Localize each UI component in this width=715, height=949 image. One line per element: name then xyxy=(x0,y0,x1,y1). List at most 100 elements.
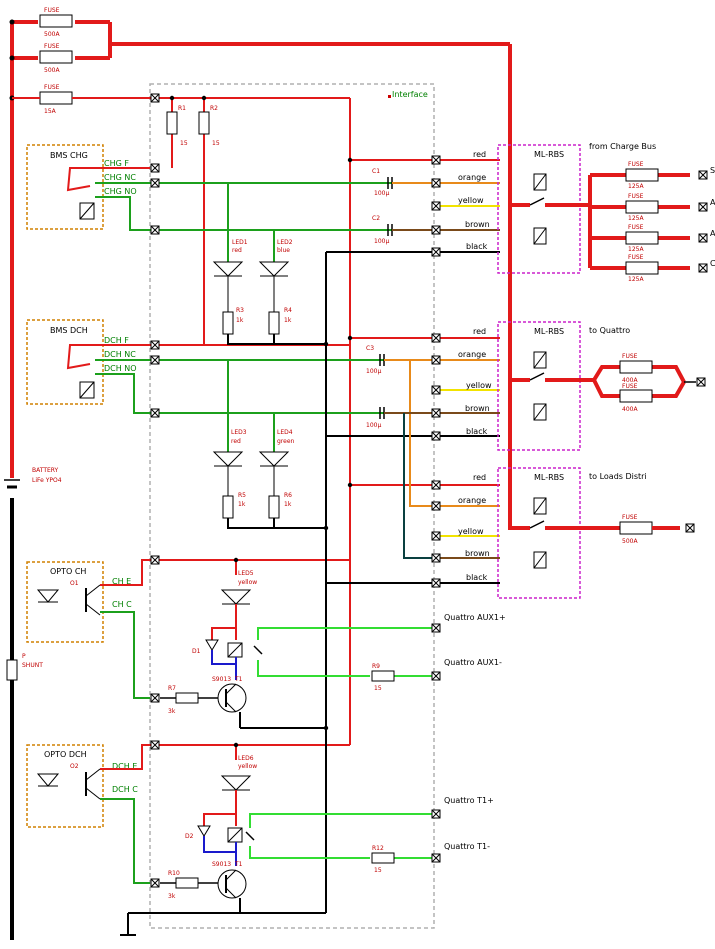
svg-text:100µ: 100µ xyxy=(374,190,389,197)
mlrbs-3: ML-RBS xyxy=(497,467,620,599)
mlrbs-2-dest: to Quattro xyxy=(589,326,630,335)
svg-text:blue: blue xyxy=(277,247,290,254)
svg-text:1k: 1k xyxy=(236,317,244,324)
fuse-loads: FUSE 500A xyxy=(619,514,653,545)
svg-text:15: 15 xyxy=(180,140,188,147)
opto-2-pin-e: DCH E xyxy=(112,762,137,771)
svg-text:FUSE: FUSE xyxy=(622,353,638,360)
wire-bundle-1: red orange yellow brown black xyxy=(440,150,500,253)
opto-2-pin-c: DCH C xyxy=(112,785,138,794)
terminal xyxy=(150,555,160,565)
opto-1 xyxy=(36,584,101,616)
svg-text:S9013: S9013 xyxy=(212,676,231,683)
svg-text:brown: brown xyxy=(465,404,490,413)
terminal xyxy=(698,263,708,273)
svg-text:R7: R7 xyxy=(168,685,176,692)
svg-text:500A: 500A xyxy=(622,538,638,545)
svg-text:ML-RBS: ML-RBS xyxy=(534,150,564,159)
opto-1-pin-c: CH C xyxy=(112,600,132,609)
svg-text:R12: R12 xyxy=(372,845,384,852)
svg-text:FUSE: FUSE xyxy=(622,383,638,390)
svg-text:C3: C3 xyxy=(366,345,374,352)
led2: LED2 blue xyxy=(258,239,293,312)
terminal xyxy=(150,355,160,365)
svg-text:400A: 400A xyxy=(622,406,638,413)
svg-text:15: 15 xyxy=(374,685,382,692)
svg-text:FUSE: FUSE xyxy=(44,7,60,14)
svg-text:yellow: yellow xyxy=(458,527,484,536)
quattro-aux1-minus: Quattro AUX1- xyxy=(444,658,502,667)
terminal xyxy=(150,693,160,703)
fuses-charge-bus: FUSE 125A FUSE 125A FUSE 125A FUSE 125A … xyxy=(625,161,715,283)
svg-text:O1: O1 xyxy=(70,580,79,587)
svg-text:FUSE: FUSE xyxy=(628,193,644,200)
led6: LED6 yellow xyxy=(220,755,257,791)
svg-text:FUSE: FUSE xyxy=(622,514,638,521)
svg-text:yellow: yellow xyxy=(238,763,257,770)
ground-bus xyxy=(120,251,432,936)
resistor-r3: R3 1k xyxy=(222,307,244,335)
bms-chg-pin-no: CHG NO xyxy=(104,187,137,196)
opto-2 xyxy=(36,768,101,800)
bms-dch-pin-f: DCH F xyxy=(104,336,129,345)
terminal xyxy=(431,178,441,188)
wire-bundle-3: red orange yellow brown black xyxy=(440,473,500,584)
svg-text:125A: 125A xyxy=(628,276,644,283)
svg-text:P: P xyxy=(22,653,26,660)
opto-ch-title: OPTO CH xyxy=(50,567,86,576)
control-power-line xyxy=(72,97,432,760)
svg-text:R6: R6 xyxy=(284,492,292,499)
svg-text:125A: 125A xyxy=(628,215,644,222)
svg-text:R4: R4 xyxy=(284,307,292,314)
svg-text:LED1: LED1 xyxy=(232,239,248,246)
svg-text:500A: 500A xyxy=(44,31,60,38)
svg-text:100µ: 100µ xyxy=(374,238,389,245)
battery-symbol: BATTERY LiFe YPO4 xyxy=(4,467,62,489)
terminal xyxy=(431,531,441,541)
bms-dch-pin-nc: DCH NC xyxy=(104,350,136,359)
opto-dch-box xyxy=(26,744,104,828)
resistor-r4: R4 1k xyxy=(268,307,292,335)
svg-text:T1: T1 xyxy=(234,676,243,683)
fuse-left-3: FUSE 15A xyxy=(39,84,73,115)
transistor-t1a: S9013 T1 xyxy=(212,676,247,713)
terminal xyxy=(431,853,441,863)
terminal xyxy=(431,501,441,511)
svg-text:15A: 15A xyxy=(44,108,57,115)
bms-chg-pin-f: CHG F xyxy=(104,159,129,168)
svg-text:D1: D1 xyxy=(192,648,201,655)
terminal xyxy=(150,878,160,888)
svg-text:FUSE: FUSE xyxy=(628,161,644,168)
resistor-r9: R9 15 xyxy=(371,663,395,692)
svg-text:R9: R9 xyxy=(372,663,380,670)
svg-text:FUSE: FUSE xyxy=(44,43,60,50)
interface-label: Interface xyxy=(392,90,428,99)
fuse-left-2: FUSE 500A xyxy=(39,43,73,74)
svg-text:orange: orange xyxy=(458,496,486,505)
terminal xyxy=(431,671,441,681)
bms-dch-box xyxy=(26,319,104,405)
interface-marker xyxy=(388,95,391,98)
svg-text:yellow: yellow xyxy=(238,579,257,586)
svg-text:red: red xyxy=(473,150,486,159)
svg-text:orange: orange xyxy=(458,173,486,182)
mlrbs-1: ML-RBS xyxy=(497,144,590,274)
terminal xyxy=(150,408,160,418)
led1: LED1 red xyxy=(212,239,248,312)
terminal xyxy=(698,233,708,243)
bms-chg-box xyxy=(26,144,104,230)
svg-text:A: A xyxy=(710,229,715,238)
quattro-t1-plus: Quattro T1+ xyxy=(444,796,494,805)
resistor-r1: R1 15 xyxy=(166,105,188,147)
svg-text:1k: 1k xyxy=(284,317,292,324)
svg-text:LED3: LED3 xyxy=(231,429,247,436)
terminal xyxy=(685,523,695,533)
terminal xyxy=(150,178,160,188)
svg-text:red: red xyxy=(232,247,242,254)
svg-text:LiFe YPO4: LiFe YPO4 xyxy=(32,477,62,484)
svg-text:FUSE: FUSE xyxy=(44,84,60,91)
opto-ch-box xyxy=(26,561,104,643)
interface-box xyxy=(149,83,435,929)
svg-text:FUSE: FUSE xyxy=(628,224,644,231)
terminal xyxy=(698,202,708,212)
